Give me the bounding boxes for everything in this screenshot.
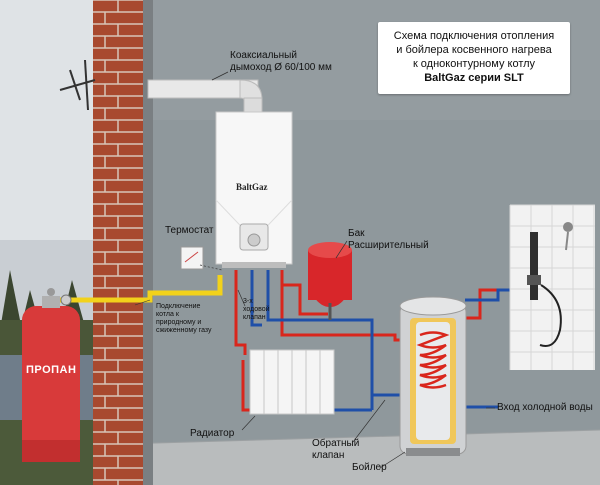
title-line-2: и бойлера косвенного нагрева: [396, 44, 552, 56]
coaxial-chimney: [147, 79, 263, 121]
expansion-tank-label: Бак Расширительный: [348, 228, 429, 252]
title-line-3: к одноконтурному котлу: [412, 58, 536, 70]
check-valve-label: Обратный клапан: [312, 438, 359, 462]
propane-label: ПРОПАН: [26, 364, 77, 376]
gas-pipe: [60, 275, 223, 303]
expansion-tank-label-line-1: Бак: [348, 228, 365, 239]
antenna: [59, 59, 96, 111]
chimney-label-line-2: дымоход Ø 60/100 мм: [230, 62, 332, 73]
three-way-valve-line-3: клапан: [243, 314, 266, 321]
three-way-valve-label: 3-х ходовой клапан: [243, 298, 270, 322]
brick-wall: [93, 0, 151, 485]
floor: [90, 430, 600, 485]
gas-connection-label: Подключение котла к природному и сжиженн…: [156, 303, 212, 335]
three-way-valve-line-1: 3-х: [243, 298, 253, 305]
shower-wall: [509, 204, 595, 370]
gas-connection-line-4: сжиженному газу: [156, 327, 212, 334]
propane-cylinder: [22, 288, 80, 462]
boiler-brand-logo: BaltGaz: [236, 182, 268, 192]
hot-pipes: [234, 270, 540, 412]
diagram-title-box: Схема подключения отопления и бойлера ко…: [378, 22, 570, 94]
check-valve-label-line-2: клапан: [312, 450, 345, 461]
cold-water-label: Вход холодной воды: [497, 402, 593, 413]
thermostat-label: Термостат: [165, 225, 214, 236]
gas-connection-line-3: природному и: [156, 319, 202, 326]
expansion-tank-label-line-2: Расширительный: [348, 240, 429, 251]
thermostat: [180, 246, 204, 270]
indirect-boiler: [399, 296, 467, 456]
expansion-tank: [308, 242, 352, 320]
gas-connection-line-2: котла к: [156, 311, 179, 318]
title-line-1: Схема подключения отопления: [393, 30, 555, 42]
radiator: [249, 349, 335, 415]
chimney-label: Коаксиальный дымоход Ø 60/100 мм: [230, 50, 332, 74]
three-way-valve-line-2: ходовой: [243, 306, 270, 313]
gas-boiler: [215, 111, 293, 268]
radiator-label: Радиатор: [190, 428, 235, 439]
boiler-label: Бойлер: [352, 462, 387, 473]
chimney-label-line-1: Коаксиальный: [230, 50, 297, 61]
title-line-4: BaltGaz серии SLT: [424, 72, 524, 84]
check-valve-label-line-1: Обратный: [312, 438, 360, 449]
gas-connection-line-1: Подключение: [156, 303, 201, 310]
